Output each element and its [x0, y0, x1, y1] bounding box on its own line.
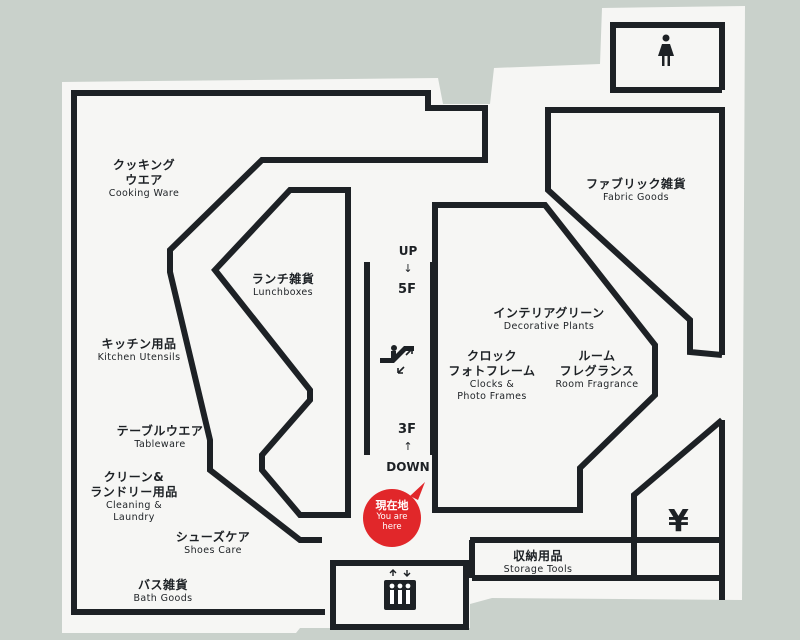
area-bath-goods: バス雑貨 Bath Goods	[133, 578, 192, 605]
area-label-ja: クッキング ウエア	[112, 158, 176, 187]
woman-restroom-icon	[658, 34, 674, 66]
escalator-up-label: UP	[398, 244, 418, 258]
area-fabric-goods: ファブリック雑貨 Fabric Goods	[586, 177, 686, 204]
area-label-en: Fabric Goods	[602, 192, 669, 203]
area-label-ja: 収納用品	[512, 549, 564, 563]
wall-lines	[71, 22, 725, 630]
area-storage-tools: 収納用品 Storage Tools	[504, 549, 573, 576]
area-label-ja: ランチ雑貨	[251, 272, 315, 286]
area-label-en: Room Fragrance	[555, 379, 639, 390]
area-label-ja: キッチン用品	[101, 337, 177, 351]
area-label-en: Cleaning & Laundry	[105, 500, 163, 523]
arrow-down-icon: ↓	[403, 262, 413, 275]
area-label-en: Storage Tools	[503, 564, 573, 575]
area-tableware: テーブルウエア Tableware	[117, 424, 204, 451]
you-are-here-en: You are here	[376, 512, 408, 532]
area-label-ja: ファブリック雑貨	[585, 177, 687, 191]
escalator-icon	[380, 345, 414, 374]
elevator-icon	[384, 569, 416, 610]
yen-atm-icon: ¥	[668, 504, 689, 539]
area-label-ja: クロック フォトフレーム	[448, 349, 536, 378]
lunchbox-island	[211, 187, 351, 518]
central-island	[432, 202, 658, 513]
area-label-en: Lunchboxes	[252, 287, 314, 298]
area-clocks-photo-frames: クロック フォトフレーム Clocks & Photo Frames	[448, 349, 535, 403]
area-label-en: Bath Goods	[133, 593, 193, 604]
outer-wall-west	[71, 90, 488, 615]
escalator-down-label: DOWN	[386, 460, 430, 474]
outer-wall-main	[610, 22, 725, 93]
area-kitchen-utensils: キッチン用品 Kitchen Utensils	[98, 337, 181, 364]
area-decorative-plants: インテリアグリーン Decorative Plants	[493, 306, 604, 333]
area-shoes-care: シューズケア Shoes Care	[176, 530, 250, 557]
area-label-en: Kitchen Utensils	[97, 352, 181, 363]
area-label-ja: バス雑貨	[137, 578, 189, 592]
area-label-ja: インテリアグリーン	[493, 306, 605, 320]
area-cooking-ware: クッキング ウエア Cooking Ware	[109, 158, 179, 200]
area-room-fragrance: ルーム フレグランス Room Fragrance	[555, 349, 638, 391]
area-label-ja: シューズケア	[175, 530, 251, 544]
area-label-ja: ルーム フレグランス	[559, 349, 635, 378]
arrow-up-icon: ↑	[403, 440, 413, 453]
area-cleaning-laundry: クリーン& ランドリー用品 Cleaning & Laundry	[90, 470, 178, 524]
you-are-here-marker: 現在地 You are here	[363, 489, 421, 547]
you-are-here-pointer	[410, 482, 425, 500]
atm-room	[631, 417, 724, 581]
area-label-en: Decorative Plants	[503, 321, 595, 332]
area-label-en: Shoes Care	[184, 545, 242, 556]
area-label-ja: テーブルウエア	[116, 424, 204, 438]
area-label-en: Clocks & Photo Frames	[457, 379, 527, 402]
area-label-en: Tableware	[134, 439, 186, 450]
escalator-up-floor: 5F	[398, 282, 416, 297]
map-board	[62, 6, 745, 633]
you-are-here-ja: 現在地	[375, 499, 409, 512]
area-label-en: Cooking Ware	[108, 188, 180, 199]
escalator-down-floor: 3F	[398, 422, 416, 437]
area-label-ja: クリーン& ランドリー用品	[90, 470, 178, 499]
area-lunchboxes: ランチ雑貨 Lunchboxes	[252, 272, 315, 299]
elevator-room	[330, 560, 469, 630]
outer-wall	[545, 107, 725, 600]
